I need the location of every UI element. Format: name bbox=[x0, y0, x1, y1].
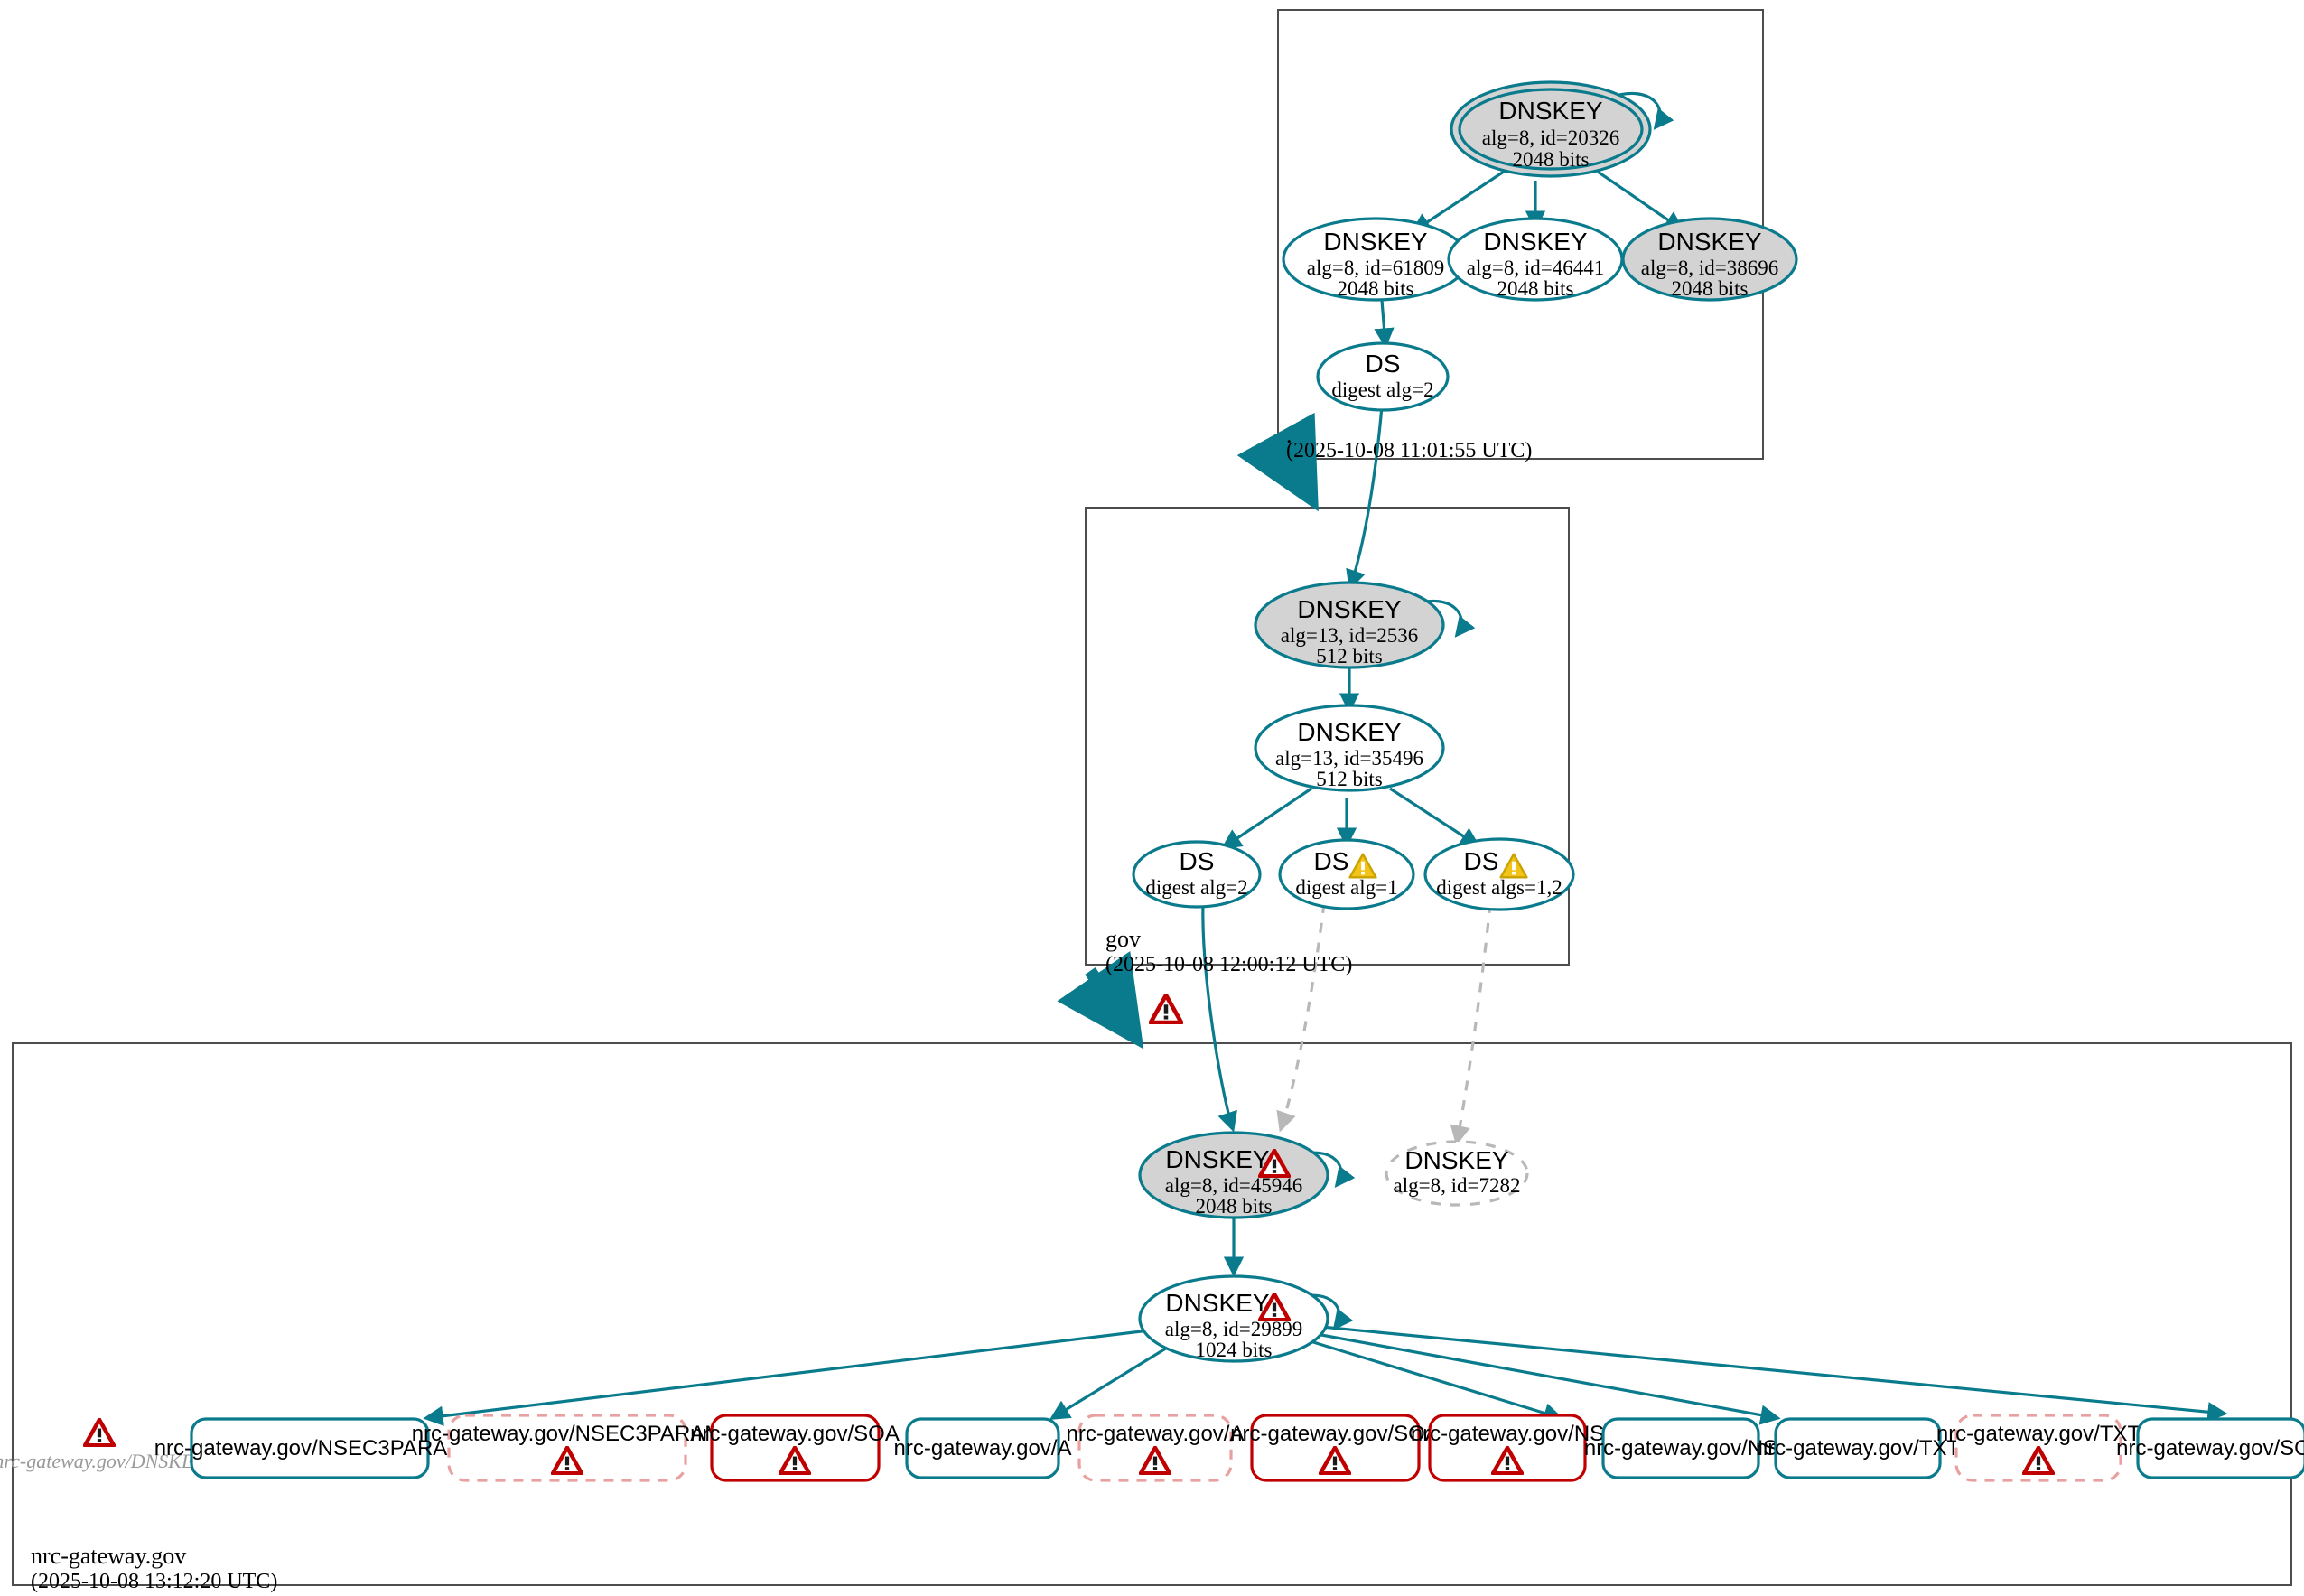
node-label-bits: 2048 bits bbox=[1672, 277, 1749, 300]
node-label-title: DNSKEY bbox=[1165, 1145, 1269, 1173]
node-label-alg: alg=13, id=2536 bbox=[1281, 624, 1418, 647]
node-root-dnskey-38696[interactable]: DNSKEY alg=8, id=38696 2048 bits bbox=[1621, 217, 1798, 302]
rrset-label: nrc-gateway.gov/NS bbox=[1411, 1422, 1604, 1446]
rrset-label: nrc-gateway.gov/TXT bbox=[1756, 1436, 1961, 1461]
node-label-title: DNSKEY bbox=[1404, 1146, 1508, 1174]
node-nrc-dnskey-45946[interactable]: DNSKEY alg=8, id=45946 2048 bits bbox=[1138, 1131, 1329, 1219]
node-label-title: DS bbox=[1366, 350, 1401, 378]
node-label-title: DNSKEY bbox=[1323, 228, 1427, 256]
node-root-ds-for-gov[interactable]: DS digest alg=2 bbox=[1316, 341, 1450, 412]
rrset-box-8[interactable]: nrc-gateway.gov/TXT bbox=[1756, 1417, 1961, 1479]
zone-label-root-timestamp: (2025-10-08 11:01:55 UTC) bbox=[1286, 439, 1533, 462]
node-label-digest: digest alg=2 bbox=[1331, 378, 1433, 401]
node-label-alg: alg=8, id=38696 bbox=[1641, 257, 1778, 279]
node-label-digest: digest algs=1,2 bbox=[1436, 876, 1562, 899]
rrset-box-10[interactable]: nrc-gateway.gov/SOA bbox=[2116, 1417, 2304, 1479]
rrset-label: nrc-gateway.gov/SOA bbox=[2116, 1436, 2304, 1461]
edge-gov-zsk-to-ds-alg2 bbox=[1220, 787, 1312, 850]
node-label-alg: alg=8, id=61809 bbox=[1307, 257, 1444, 279]
rrset-box-6[interactable]: nrc-gateway.gov/NS bbox=[1411, 1414, 1604, 1482]
delegation-arrow-gov-to-nrc bbox=[1057, 950, 1144, 1050]
rrset-box-3[interactable]: nrc-gateway.gov/A bbox=[894, 1417, 1072, 1479]
node-label-bits: 1024 bits bbox=[1196, 1339, 1273, 1361]
rrset-label: nrc-gateway.gov/SOA bbox=[690, 1422, 900, 1446]
node-label-alg: alg=8, id=45946 bbox=[1165, 1174, 1302, 1197]
node-gov-ds-digest-algs12[interactable]: DS digest algs=1,2 bbox=[1423, 837, 1575, 911]
rrset-label: nrc-gateway.gov/A bbox=[894, 1436, 1072, 1461]
node-label-title: DNSKEY bbox=[1297, 718, 1401, 746]
node-label-alg: alg=13, id=35496 bbox=[1275, 747, 1423, 770]
node-label-title: DS bbox=[1180, 847, 1215, 875]
zone-label-root-name: . bbox=[1286, 422, 1292, 448]
edge-root-ksk-to-zsk-38696 bbox=[1597, 170, 1685, 232]
rrset-box-1[interactable]: nrc-gateway.gov/NSEC3PARAM bbox=[412, 1414, 723, 1482]
zone-label-gov-name: gov bbox=[1105, 926, 1141, 952]
edge-gov-zsk-to-ds-alg12 bbox=[1389, 787, 1481, 848]
node-label-bits: 2048 bits bbox=[1338, 277, 1414, 300]
edge-root-ksk-selfsign bbox=[1609, 91, 1674, 130]
rrset-label: nrc-gateway.gov/A bbox=[1067, 1422, 1245, 1446]
rrset-box-9[interactable]: nrc-gateway.gov/TXT bbox=[1936, 1414, 2141, 1482]
edge-root-ksk-to-zsk-61809 bbox=[1410, 168, 1507, 234]
node-label-alg: alg=8, id=46441 bbox=[1467, 257, 1604, 279]
rrset-box-0[interactable]: nrc-gateway.gov/NSEC3PARAM bbox=[154, 1417, 466, 1479]
edge-zsk-to-rrset-7 bbox=[1289, 1333, 1564, 1423]
node-label-title: DNSKEY bbox=[1657, 228, 1761, 256]
node-gov-dnskey-2536[interactable]: DNSKEY alg=13, id=2536 512 bits bbox=[1254, 581, 1445, 669]
zone-label-nrc-timestamp: (2025-10-08 13:12:20 UTC) bbox=[31, 1570, 278, 1593]
zone-label-gov-timestamp: (2025-10-08 12:00:12 UTC) bbox=[1105, 953, 1353, 976]
node-label-title: DNSKEY bbox=[1297, 595, 1401, 623]
edge-gov-ds-alg12-to-orphan bbox=[1450, 902, 1492, 1146]
edge-zsk-to-rrset-8 bbox=[1291, 1328, 1781, 1425]
rrset-box-4[interactable]: nrc-gateway.gov/A bbox=[1067, 1414, 1245, 1482]
delegation-arrow-root-to-gov bbox=[1236, 412, 1319, 512]
node-root-dnskey-61809[interactable]: DNSKEY alg=8, id=61809 2048 bits bbox=[1282, 217, 1469, 302]
node-label-title: DS bbox=[1464, 847, 1499, 875]
node-nrc-dnskey-29899[interactable]: DNSKEY alg=8, id=29899 1024 bits bbox=[1138, 1274, 1329, 1363]
node-label-title: DNSKEY bbox=[1483, 228, 1587, 256]
node-label-bits: 2048 bits bbox=[1513, 148, 1590, 171]
edge-zsk-to-rrset-3 bbox=[1049, 1338, 1181, 1420]
node-label-bits: 2048 bits bbox=[1196, 1195, 1273, 1218]
node-label-alg: alg=8, id=29899 bbox=[1165, 1318, 1302, 1340]
node-label-title: DS bbox=[1314, 847, 1349, 875]
node-label-bits: 2048 bits bbox=[1497, 277, 1574, 300]
zone-label-nrc-name: nrc-gateway.gov bbox=[31, 1543, 187, 1569]
node-label-title: DNSKEY bbox=[1498, 97, 1602, 125]
node-label-digest: digest alg=1 bbox=[1295, 876, 1397, 899]
rrset-box-5[interactable]: nrc-gateway.gov/SOA bbox=[1230, 1414, 1440, 1482]
node-root-dnskey-46441[interactable]: DNSKEY alg=8, id=46441 2048 bits bbox=[1447, 217, 1624, 302]
rrset-label: nrc-gateway.gov/SOA bbox=[1230, 1422, 1440, 1446]
node-label-digest: digest alg=2 bbox=[1145, 876, 1247, 899]
rrset-label: nrc-gateway.gov/NS bbox=[1584, 1436, 1777, 1461]
node-gov-dnskey-35496[interactable]: DNSKEY alg=13, id=35496 512 bits bbox=[1254, 704, 1445, 792]
node-gov-ds-digest-alg1[interactable]: DS digest alg=1 bbox=[1278, 838, 1415, 910]
edge-gov-ds-to-nrc-ksk bbox=[1201, 902, 1237, 1133]
edge-zsk-to-rrset-0 bbox=[423, 1326, 1172, 1426]
rrset-label: nrc-gateway.gov/NSEC3PARAM bbox=[412, 1422, 723, 1446]
edge-root-ds-to-gov-ksk bbox=[1346, 406, 1384, 591]
rrset-orphan-label: nrc-gateway.gov/DNSKEY bbox=[0, 1450, 207, 1472]
node-label-bits: 512 bits bbox=[1316, 768, 1383, 790]
node-label-alg: alg=8, id=20326 bbox=[1482, 126, 1619, 149]
rrset-label: nrc-gateway.gov/TXT bbox=[1936, 1422, 2141, 1446]
rrset-label: nrc-gateway.gov/NSEC3PARAM bbox=[154, 1436, 466, 1461]
delegation-error-icon-gov-to-nrc bbox=[1151, 995, 1181, 1022]
edge-gov-ds-alg1-broken bbox=[1276, 902, 1326, 1133]
rrset-box-7[interactable]: nrc-gateway.gov/NS bbox=[1584, 1417, 1777, 1479]
node-label-alg: alg=8, id=7282 bbox=[1394, 1174, 1521, 1197]
node-gov-ds-digest-alg2[interactable]: DS digest alg=2 bbox=[1132, 840, 1262, 909]
node-label-title: DNSKEY bbox=[1165, 1289, 1269, 1317]
node-label-bits: 512 bits bbox=[1316, 645, 1383, 667]
rrset-orphan-dnskey: nrc-gateway.gov/DNSKEY bbox=[0, 1420, 207, 1472]
edge-zsk-to-rrset-10 bbox=[1292, 1322, 2228, 1423]
node-root-dnskey-20326[interactable]: DNSKEY alg=8, id=20326 2048 bits bbox=[1450, 80, 1652, 178]
node-nrc-dnskey-7282-orphan[interactable]: DNSKEY alg=8, id=7282 bbox=[1385, 1140, 1529, 1207]
rrset-box-2[interactable]: nrc-gateway.gov/SOA bbox=[690, 1414, 900, 1482]
